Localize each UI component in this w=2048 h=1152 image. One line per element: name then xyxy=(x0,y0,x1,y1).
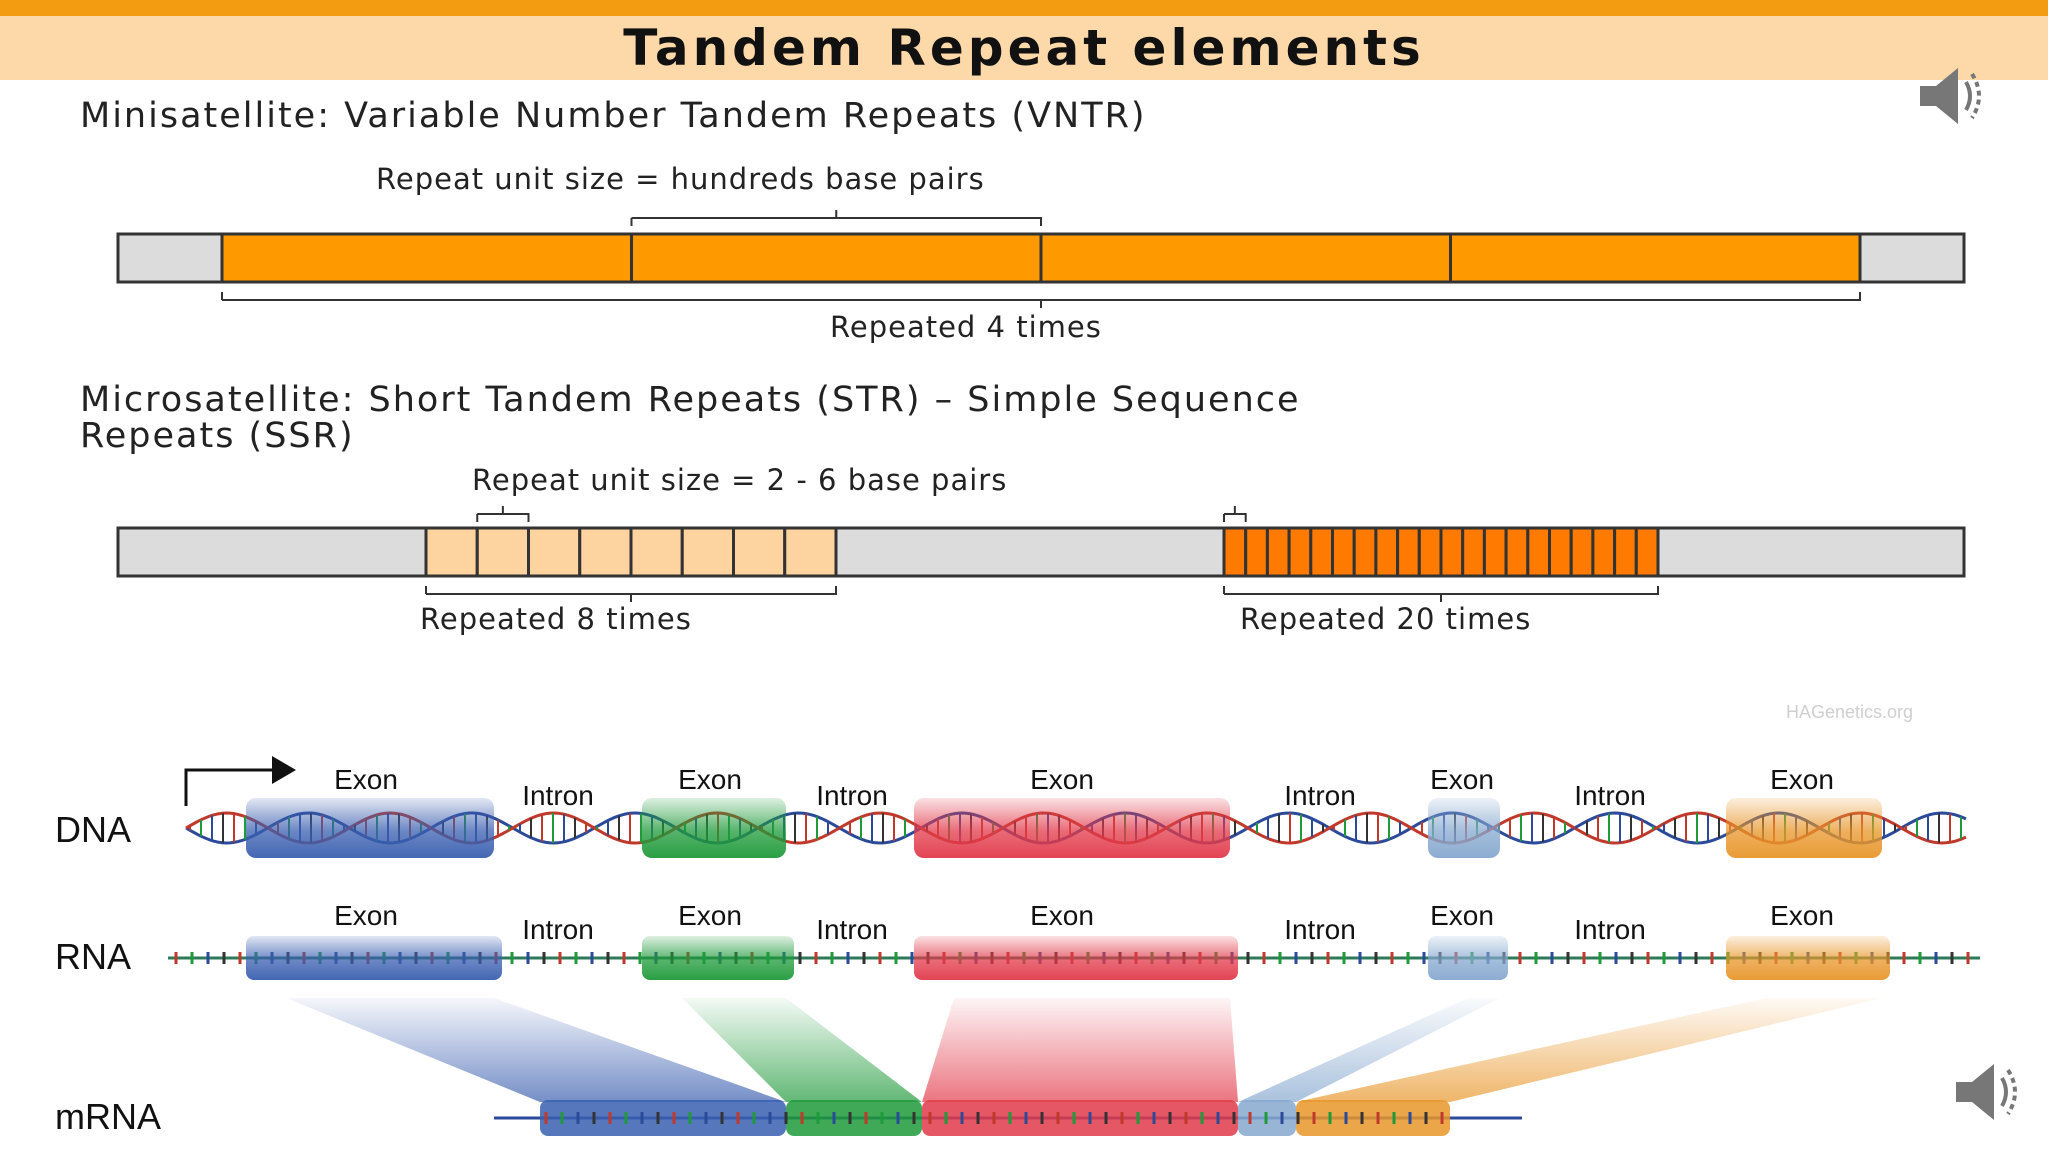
str-unit xyxy=(1222,526,1248,578)
dna-exon xyxy=(246,798,494,858)
dna-exon-label: Exon xyxy=(1430,764,1494,795)
row-label-mrna: mRNA xyxy=(55,1096,161,1137)
speaker-icon[interactable] xyxy=(1948,1052,2028,1132)
str-unit xyxy=(578,526,633,578)
speaker-icon[interactable] xyxy=(1912,56,1992,136)
repeat-bracket xyxy=(1223,586,1659,602)
microsatellite-repeat-label-a: Repeated 8 times xyxy=(420,602,692,636)
rna-exon xyxy=(246,936,502,980)
str-unit xyxy=(1526,526,1552,578)
splice-fan xyxy=(1296,998,1882,1102)
rna-exon-label: Exon xyxy=(334,900,398,931)
microsatellite-unit-label: Repeat unit size = 2 - 6 base pairs xyxy=(472,463,1008,497)
str-unit xyxy=(527,526,582,578)
dna-intron-label: Intron xyxy=(1284,780,1356,811)
splice-fan xyxy=(922,998,1238,1102)
unit-bracket xyxy=(1223,506,1247,522)
rna-exon xyxy=(1428,936,1508,980)
str-unit xyxy=(1591,526,1617,578)
mrna-exon xyxy=(1296,1100,1450,1136)
str-unit xyxy=(1331,526,1356,578)
rna-intron-label: Intron xyxy=(522,914,594,945)
str-unit xyxy=(1244,526,1269,578)
rna-intron-label: Intron xyxy=(1284,914,1356,945)
splice-fan xyxy=(682,998,922,1102)
mrna-exon xyxy=(922,1100,1238,1136)
minisatellite-heading: Minisatellite: Variable Number Tandem Re… xyxy=(80,96,1147,136)
rna-intron-label: Intron xyxy=(1574,914,1646,945)
rna-exon xyxy=(642,936,794,980)
dna-exon-label: Exon xyxy=(334,764,398,795)
rna-exon-label: Exon xyxy=(1770,900,1834,931)
str-unit xyxy=(1396,526,1421,578)
watermark: HAGenetics.org xyxy=(1786,702,1914,722)
row-label-dna: DNA xyxy=(55,809,132,850)
microsatellite-heading-line2: Repeats (SSR) xyxy=(80,416,355,456)
rna-exon xyxy=(914,936,1238,980)
str-unit xyxy=(1417,526,1443,578)
str-unit xyxy=(1613,526,1638,578)
str-unit xyxy=(1439,526,1465,578)
slide-title: Tandem Repeat elements xyxy=(623,19,1425,77)
unit-bracket xyxy=(476,506,530,522)
str-unit xyxy=(1634,526,1660,578)
repeat-bracket xyxy=(425,586,837,602)
repeat-unit xyxy=(1449,232,1862,284)
rna-exon-label: Exon xyxy=(1430,900,1494,931)
minisatellite-unit-label: Repeat unit size = hundreds base pairs xyxy=(376,162,985,196)
splice-fan xyxy=(1238,998,1500,1102)
microsatellite-repeat-label-b: Repeated 20 times xyxy=(1240,602,1532,636)
promoter-arrow xyxy=(184,768,278,806)
dna-exon-label: Exon xyxy=(1770,764,1834,795)
rna-exon-label: Exon xyxy=(1030,900,1094,931)
str-unit xyxy=(629,526,684,578)
dna-intron-label: Intron xyxy=(816,780,888,811)
str-unit xyxy=(1548,526,1573,578)
repeat-bracket xyxy=(221,292,1861,308)
repeat-unit xyxy=(630,232,1043,284)
str-unit xyxy=(1569,526,1595,578)
promoter-arrow-head xyxy=(272,756,296,784)
row-label-rna: RNA xyxy=(55,936,132,977)
dna-exon xyxy=(642,798,786,858)
title-bar xyxy=(0,16,2048,80)
dna-exon xyxy=(914,798,1230,858)
mrna-exon xyxy=(540,1100,786,1136)
dna-exon-label: Exon xyxy=(1030,764,1094,795)
unit-bracket xyxy=(630,210,1042,226)
str-unit xyxy=(424,526,479,578)
top-accent-bar xyxy=(0,0,2048,16)
str-unit xyxy=(783,526,838,578)
dna-exon xyxy=(1726,798,1882,858)
dna-intron-label: Intron xyxy=(1574,780,1646,811)
splice-fan xyxy=(286,998,786,1102)
mrna-exon xyxy=(786,1100,922,1136)
repeat-unit xyxy=(1039,232,1452,284)
microsatellite-heading-line1: Microsatellite: Short Tandem Repeats (ST… xyxy=(80,380,1301,420)
dna-intron-label: Intron xyxy=(522,780,594,811)
str-unit xyxy=(1482,526,1508,578)
str-unit xyxy=(1504,526,1530,578)
str-unit xyxy=(1352,526,1378,578)
minisatellite-repeat-label: Repeated 4 times xyxy=(830,310,1102,344)
str-unit xyxy=(1309,526,1335,578)
dna-exon-label: Exon xyxy=(678,764,742,795)
str-unit xyxy=(680,526,735,578)
rna-exon xyxy=(1726,936,1890,980)
str-unit xyxy=(1265,526,1291,578)
str-unit xyxy=(1374,526,1400,578)
rna-exon-label: Exon xyxy=(678,900,742,931)
str-unit xyxy=(732,526,787,578)
repeat-unit xyxy=(220,232,633,284)
str-unit xyxy=(475,526,530,578)
microsatellite-bar xyxy=(116,526,1966,578)
dna-exon xyxy=(1428,798,1500,858)
rna-intron-label: Intron xyxy=(816,914,888,945)
str-unit xyxy=(1461,526,1486,578)
str-unit xyxy=(1287,526,1313,578)
